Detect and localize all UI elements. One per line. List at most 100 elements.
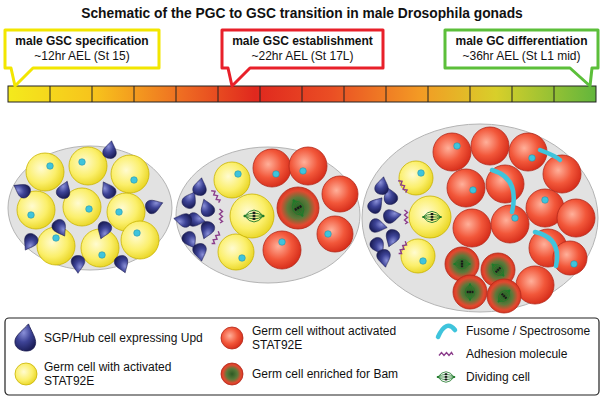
spectrosome	[279, 239, 286, 246]
stat-active-germ-cell	[218, 234, 254, 270]
spectrosome	[571, 261, 578, 268]
sgp-hub-cell	[14, 322, 39, 352]
spindle-pole	[508, 289, 511, 292]
figure-title: Schematic of the PGC to GSC transition i…	[0, 5, 604, 21]
spectrosome	[454, 143, 461, 150]
chromosome	[299, 205, 302, 208]
adhesion-molecule	[211, 231, 221, 245]
spindle-pole	[243, 215, 245, 217]
sgp-hub-cell	[376, 248, 392, 268]
callout-outline	[222, 30, 383, 86]
dividing-spindle	[243, 210, 264, 222]
chromosome	[431, 219, 434, 221]
spindle-pole	[440, 216, 442, 218]
gonad-outline	[8, 146, 172, 270]
stat-active-germ-cell	[37, 227, 75, 265]
spindle-pole	[497, 300, 500, 303]
sgp-hub-cell	[374, 176, 390, 196]
spindle-pole	[301, 214, 304, 217]
sgp-hub-cell	[382, 228, 401, 249]
legend-swatches	[5, 318, 599, 395]
sgp-hub-cell	[97, 179, 118, 201]
spectrosome	[131, 177, 138, 184]
sgp-hub-cell	[144, 196, 165, 215]
timeline-bar	[8, 86, 596, 102]
germ-cell	[317, 216, 353, 252]
illustration	[5, 30, 599, 395]
sgp-hub-cell	[113, 254, 132, 275]
spindle-fiber	[245, 210, 264, 216]
chromosome	[294, 208, 297, 211]
spindle-fiber	[289, 200, 303, 218]
spectrosome	[53, 235, 60, 242]
spindle-pole	[469, 299, 471, 301]
gonad-outline	[362, 124, 598, 312]
stat-active-germ-cell	[111, 155, 149, 193]
dividing-spindle	[465, 283, 475, 300]
chromosome	[467, 291, 469, 293]
fusome	[438, 326, 455, 337]
spindle-pole	[469, 263, 471, 265]
stat-active-germ-cell	[214, 162, 250, 198]
timeline-tick	[344, 86, 345, 102]
timeline-tick	[218, 86, 219, 102]
germ-cell	[263, 231, 301, 269]
chromosome	[461, 263, 463, 265]
legend-label: Dividing cell	[466, 370, 596, 384]
legend-label: Germ cell without activated STAT92E	[252, 324, 434, 352]
legend-box	[5, 318, 599, 395]
legend-label: SGP/Hub cell expressing Upd	[44, 331, 209, 345]
spindle-fiber	[454, 259, 469, 264]
chromosome	[503, 295, 506, 298]
chromosome	[445, 376, 447, 378]
sgp-hub-cell	[102, 140, 118, 160]
stat-active-germ-cell	[15, 363, 37, 385]
spectrosome	[235, 171, 242, 178]
stat-active-germ-cell	[69, 147, 107, 185]
spindle-pole	[422, 216, 424, 218]
spindle-fiber	[438, 372, 455, 377]
germ-cell	[447, 169, 485, 207]
adhesion-molecule	[220, 209, 223, 223]
germ-cell	[253, 149, 291, 187]
chromosome	[445, 373, 447, 375]
spindle-pole	[502, 274, 505, 277]
legend-label: Germ cell with activated STAT92E	[44, 360, 209, 388]
spectrosome	[99, 252, 106, 259]
callout-box: male GC differentiation~36hr AEL (St L1 …	[445, 30, 598, 68]
germ-cell	[471, 127, 509, 165]
adhesion-molecule	[398, 241, 408, 255]
adhesion-molecule	[211, 189, 221, 203]
spectrosome	[300, 168, 307, 175]
spindle-pole	[491, 263, 494, 266]
sgp-hub-cell	[50, 217, 71, 239]
timeline-tick	[386, 86, 387, 102]
spindle-fiber	[245, 216, 264, 217]
spectrosome	[542, 197, 549, 204]
sgp-hub-cell	[71, 256, 85, 274]
timeline-tick	[50, 86, 51, 102]
adhesion-molecule	[439, 353, 453, 356]
chromosome	[253, 215, 256, 217]
spectrosome	[470, 187, 477, 194]
fusome	[535, 232, 557, 266]
bam-germ-cell	[277, 187, 319, 229]
germ-cell	[322, 176, 358, 212]
germ-cell	[557, 199, 595, 237]
chromosome	[445, 379, 447, 381]
spindle-pole	[453, 263, 455, 265]
timeline-tick	[302, 86, 303, 102]
sgp-hub-cell	[192, 177, 208, 197]
stat-active-germ-cell	[230, 194, 274, 238]
spectrosome	[79, 159, 86, 166]
timeline-tick	[428, 86, 429, 102]
legend-label: Germ cell enriched for Bam	[252, 367, 434, 381]
timeline-gradient	[8, 86, 596, 102]
spindle-fiber	[454, 264, 469, 265]
spindle-fiber	[423, 211, 441, 217]
germ-cell	[221, 327, 243, 349]
stage-heading: male GSC establishment	[231, 34, 374, 49]
dividing-spindle	[494, 286, 513, 305]
chromosome	[431, 213, 434, 215]
chromosome	[501, 293, 504, 296]
